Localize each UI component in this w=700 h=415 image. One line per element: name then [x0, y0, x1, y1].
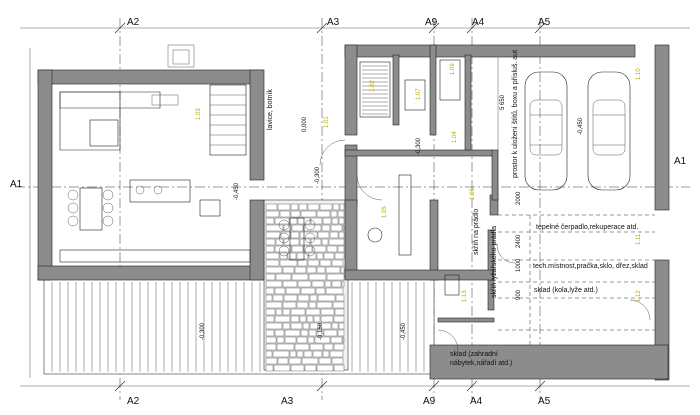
- level-4: -0,300: [416, 137, 422, 155]
- label-storage: sklad (kola,lyže atd.): [534, 287, 598, 294]
- room-no-9: 1.10: [636, 68, 642, 80]
- room-numbers: 1.03 1.01 1.02 1.07 1.09 1.04 1.05 1.06 …: [196, 63, 642, 302]
- label-garden-1: sklad (zahradní: [450, 351, 498, 358]
- axis-label-bottom-1: A2: [127, 396, 140, 407]
- level-7: -0,150: [318, 322, 324, 340]
- level-1: -0,450: [234, 182, 240, 200]
- dim-5650: 5 650: [500, 94, 506, 110]
- axis-ticks: [114, 22, 546, 392]
- axis-label-bottom-5: A5: [538, 396, 551, 407]
- axis-label-left: A1: [10, 179, 23, 190]
- room-no-4: 1.07: [416, 88, 422, 100]
- car-1-icon: [524, 71, 568, 191]
- label-garden-2: nábytek,nářadí atd.): [450, 360, 512, 367]
- level-2: 0,000: [302, 116, 308, 132]
- room-no-8: 1.06: [470, 188, 476, 200]
- terrace: [43, 277, 435, 375]
- axis-labels: A2 A3 A9 A4 A5 A2 A3 A9 A4 A5 A1 A1: [10, 17, 687, 407]
- label-lavice: lavice, botník: [267, 89, 274, 130]
- axis-label-right: A1: [674, 156, 687, 167]
- stone-paving: [263, 199, 349, 372]
- axis-label-bottom-3: A9: [423, 396, 436, 407]
- walls: [37, 44, 670, 381]
- axis-label-top-3: A9: [425, 17, 438, 28]
- dim-1000: 1000: [516, 258, 522, 272]
- garage: [497, 57, 631, 195]
- room-no-7: 1.05: [382, 206, 388, 218]
- room-no-2: 1.01: [324, 116, 330, 128]
- room-no-11: 1.12: [636, 290, 642, 302]
- dim-900: 900: [516, 289, 522, 300]
- room-no-5: 1.09: [450, 63, 456, 75]
- hall-details: [167, 44, 655, 351]
- axis-label-bottom-2: A3: [281, 396, 294, 407]
- level-3: -0,300: [315, 166, 321, 184]
- level-annotations: -0,450 0,000 -0,300 -0,300 -0,450 -0,300…: [200, 116, 584, 340]
- axis-label-bottom-4: A4: [470, 396, 483, 407]
- level-8: -0,450: [401, 322, 407, 340]
- room-no-1: 1.03: [196, 108, 202, 120]
- label-tech-room: tech.místnost,pračka,sklo, dřez,sklad: [533, 263, 648, 270]
- room-no-3: 1.02: [370, 80, 376, 92]
- axis-label-top-4: A4: [472, 17, 485, 28]
- level-6: -0,300: [200, 322, 206, 340]
- label-prostor: prostor k uložení štítů, boxu a přísluš.…: [511, 50, 519, 178]
- level-5: -0,450: [578, 117, 584, 135]
- axis-label-top-1: A2: [127, 17, 140, 28]
- label-shelves: skříň na prádlo: [473, 209, 480, 255]
- dim-2400: 2400: [516, 234, 522, 248]
- label-ski-rack: skříň lyžařského prádla: [491, 226, 498, 298]
- living-furniture: [59, 84, 316, 263]
- room-labels: lavice, botník prostor k uložení štítů, …: [267, 50, 648, 367]
- axis-label-top-5: A5: [538, 17, 551, 28]
- dim-2000: 2000: [516, 191, 522, 205]
- room-no-12: 1.13: [462, 290, 468, 302]
- room-no-10: 1.11: [636, 233, 642, 245]
- label-heat-pump: tepelné čerpadlo,rekuperace atd.: [536, 224, 638, 231]
- room-no-6: 1.04: [452, 131, 458, 143]
- car-2-icon: [587, 71, 631, 191]
- stairs-icon: [209, 84, 247, 156]
- axis-label-top-2: A3: [327, 17, 340, 28]
- dimensions: 5 650 2000 1000 2400 900: [500, 94, 522, 300]
